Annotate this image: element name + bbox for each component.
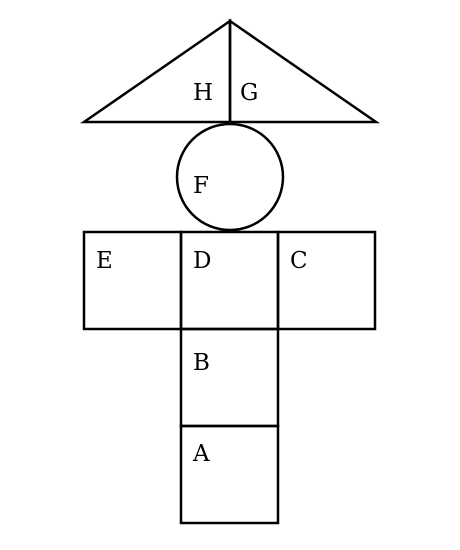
roof-triangle [79, 18, 381, 124]
region-d-square [179, 230, 280, 331]
region-d-label: D [193, 248, 211, 274]
region-h-label: H [193, 80, 213, 106]
region-a-label: A [192, 441, 210, 467]
region-h-shape [79, 18, 232, 124]
region-g-shape [228, 18, 381, 124]
region-f-circle [175, 122, 285, 232]
region-c-label: C [290, 248, 308, 274]
region-a-square [179, 424, 280, 525]
region-g-label: G [240, 80, 258, 106]
region-b-square [179, 327, 280, 428]
region-e-square [82, 230, 183, 331]
region-e-label: E [96, 248, 113, 274]
region-c-square [276, 230, 377, 331]
region-f-label: F [193, 173, 209, 199]
region-b-label: B [193, 350, 210, 376]
